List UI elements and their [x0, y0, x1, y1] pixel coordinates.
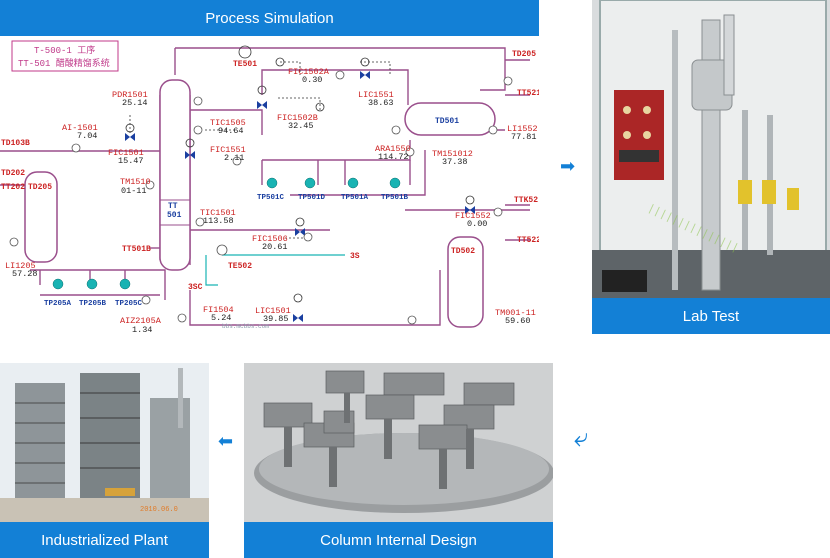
tag-aiz2105a-name: AIZ2105A [120, 316, 162, 326]
arrow-right-icon: ➡ [560, 156, 576, 176]
watermark-text: bbs.mcbbs.com [222, 323, 269, 330]
tag-fic1506-value: 20.61 [262, 242, 288, 252]
curved-arrow-icon: ⤶ [574, 422, 589, 452]
stream-3s-label: 3S [350, 252, 360, 261]
tag-fic1551-value: 2.11 [224, 153, 244, 163]
pump-tp205b-label: TP205B [79, 300, 107, 308]
tag-fic1502b-name: FIC1502B [277, 113, 318, 123]
pump-tp501d-label: TP501D [298, 194, 326, 202]
arrow-left-icon: ⬅ [218, 431, 234, 451]
column-internal-panel: Column Internal Design [244, 363, 553, 558]
stream-tt521-label: TT521 [517, 89, 539, 98]
pump-tp501a-label: TP501A [341, 194, 369, 202]
tag-li1552-value: 77.81 [511, 132, 537, 142]
pump-tp205a-label: TP205A [44, 300, 72, 308]
pump-tp501b-label: TP501B [381, 194, 409, 202]
tag-aiz2105a-value: 1.34 [132, 325, 152, 335]
tag-tic1505-value: 94.64 [218, 126, 244, 136]
stream-tt202-label: TT202 [1, 183, 25, 192]
industrial-plant-title: Industrialized Plant [0, 522, 209, 558]
column-internal-image [244, 363, 553, 522]
td502-label: TD502 [451, 247, 475, 256]
lab-test-title: Lab Test [592, 298, 830, 334]
tag-lic1501-value: 39.85 [263, 314, 289, 324]
td205-label: TD205 [28, 183, 52, 192]
tag-fic1551-name: FIC1551 [210, 145, 246, 155]
lab-test-panel: ||||||||||||||| Lab Test [592, 0, 830, 334]
tag-pdr1501-name: PDR1501 [112, 90, 148, 100]
pump-tp501c-label: TP501C [257, 194, 285, 202]
process-simulation-panel: Process Simulation T-500-1 工序 TT-501 醋酸精… [0, 0, 539, 336]
td501-label: TD501 [435, 117, 459, 126]
header-cn-line2: TT-501 醋酸精馏系统 [18, 57, 110, 69]
tag-fic1502b-value: 32.45 [288, 121, 314, 131]
stream-ttk52-label: TTK52 [514, 196, 538, 205]
tag-fic1501-value: 15.47 [118, 156, 144, 166]
tag-fic1502a-name: FIC1502A [288, 67, 330, 77]
tag-tic1505-name: TIC1505 [210, 118, 246, 128]
column-internal-title: Column Internal Design [244, 522, 553, 558]
stream-tt501b-label: TT501B [122, 245, 151, 254]
tag-lic1501-name: LIC1501 [255, 306, 291, 316]
tag-tm00111-value: 59.60 [505, 316, 531, 326]
tag-li1552-name: LI1552 [507, 124, 538, 134]
tag-tic1501-value: 113.58 [203, 216, 234, 226]
tag-li1205-value: 57.28 [12, 269, 38, 279]
tag-tm1510-name: TM1510 [120, 177, 151, 187]
stream-tt522-label: TT522 [517, 236, 539, 245]
tag-tm00111-name: TM001-11 [495, 308, 536, 318]
tag-pdr1501-value: 25.14 [122, 98, 148, 108]
stream-td103b-label: TD103B [1, 139, 30, 148]
stream-td205-out-label: TD205 [512, 50, 536, 59]
tag-fic1552-name: FIC1552 [455, 211, 491, 221]
tag-fic1506-name: FIC1506 [252, 234, 288, 244]
industrial-plant-image: 2010.06.0 [0, 363, 209, 522]
tag-lic1551-value: 38.63 [368, 98, 394, 108]
tag-fic1552-value: 0.00 [467, 219, 487, 229]
tag-tm151012-name: TM151012 [432, 149, 473, 159]
process-flow-diagram: T-500-1 工序 TT-501 醋酸精馏系统 [0, 40, 539, 335]
tag-fi1504-name: FI1504 [203, 305, 234, 315]
stream-3sc-label: 3SC [188, 283, 203, 292]
tag-ai1501-name: AI-1501 [62, 123, 98, 133]
te502-label: TE502 [228, 262, 252, 271]
tag-ai1501-value: 7.04 [77, 131, 97, 141]
column-tt-label: TT [168, 202, 178, 211]
plant-date-stamp: 2010.06.0 [140, 506, 178, 514]
tag-tic1501-name: TIC1501 [200, 208, 236, 218]
lab-test-image: ||||||||||||||| [592, 0, 830, 298]
process-simulation-title: Process Simulation [0, 0, 539, 36]
te501-label: TE501 [233, 60, 257, 69]
tag-fi1504-value: 5.24 [211, 313, 231, 323]
tag-tm1510-value: 01-11 [121, 186, 147, 196]
tag-li1205-name: LI1205 [5, 261, 36, 271]
column-501-label: 501 [167, 211, 182, 220]
tag-fic1502a-value: 0.30 [302, 75, 322, 85]
tag-ara1550-name: ARA1550 [375, 144, 411, 154]
industrial-plant-panel: 2010.06.0 Industrialized Plant [0, 363, 209, 558]
tag-lic1551-name: LIC1551 [358, 90, 394, 100]
stream-td202-label: TD202 [1, 169, 25, 178]
tag-fic1501-name: FIC1501 [108, 148, 144, 158]
pump-tp205c-label: TP205C [115, 300, 143, 308]
tag-ara1550-value: 114.72 [378, 152, 409, 162]
header-cn-line1: T-500-1 工序 [34, 44, 95, 56]
tag-tm151012-value: 37.38 [442, 157, 468, 167]
